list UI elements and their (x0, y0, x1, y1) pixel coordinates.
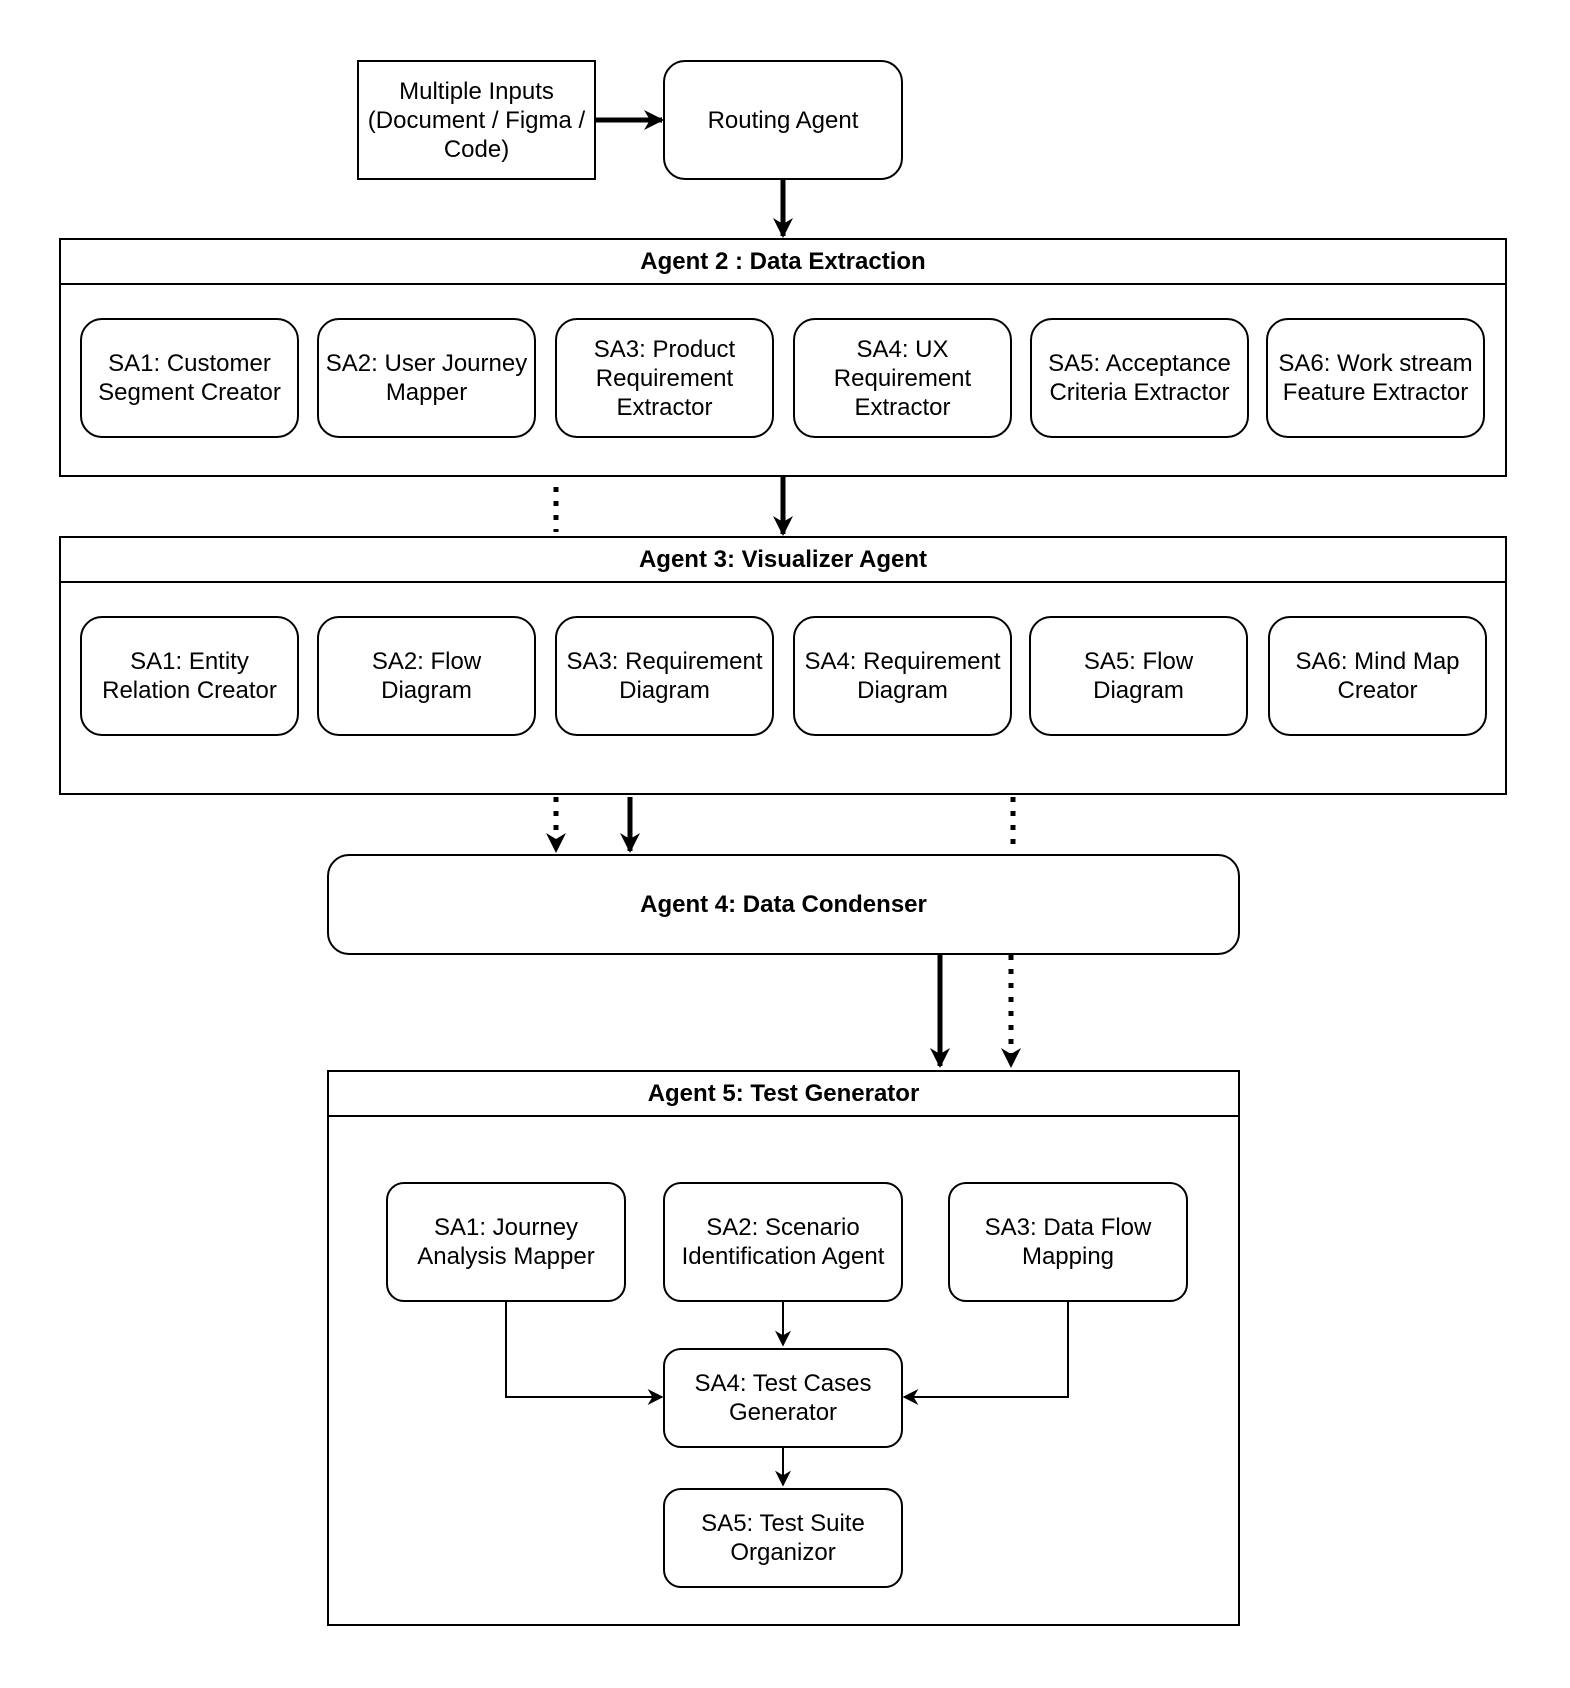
inputs-label: Multiple Inputs (Document / Figma / Code… (367, 77, 586, 163)
agent5-sa3-label: SA3: Data Flow Mapping (984, 1214, 1152, 1270)
routing-agent-box: Routing Agent (663, 60, 903, 180)
agent3-container: Agent 3: Visualizer Agent (59, 536, 1507, 795)
agent3-sa1-label: SA1: Entity Relation Creator (102, 648, 277, 704)
agent3-sa1: SA1: Entity Relation Creator (80, 616, 299, 736)
agent2-sa4-label: SA4: UX Requirement Extractor (833, 335, 972, 421)
agent5-sa5: SA5: Test Suite Organizor (663, 1488, 903, 1588)
arrow-sa3-to-sa4 (902, 1302, 1069, 1405)
agent5-sa4-label: SA4: Test Cases Generator (694, 1370, 872, 1426)
agent3-sa3: SA3: Requirement Diagram (555, 616, 774, 736)
agent2-sa6-label: SA6: Work stream Feature Extractor (1278, 350, 1473, 406)
agent3-title: Agent 3: Visualizer Agent (61, 538, 1505, 583)
agent5-sa1: SA1: Journey Analysis Mapper (386, 1182, 626, 1302)
agent3-sa2: SA2: Flow Diagram (317, 616, 536, 736)
agent5-sa5-label: SA5: Test Suite Organizor (701, 1510, 865, 1566)
agent4-title: Agent 4: Data Condenser (640, 891, 927, 918)
agent3-sa3-label: SA3: Requirement Diagram (566, 648, 763, 704)
routing-agent-label: Routing Agent (707, 106, 859, 134)
agent2-title: Agent 2 : Data Extraction (61, 240, 1505, 285)
agent3-sa2-label: SA2: Flow Diagram (371, 648, 482, 704)
agent2-sa6: SA6: Work stream Feature Extractor (1266, 318, 1485, 438)
agent5-sa1-label: SA1: Journey Analysis Mapper (417, 1214, 595, 1270)
agent5-sa3: SA3: Data Flow Mapping (948, 1182, 1188, 1302)
agent2-sa5: SA5: Acceptance Criteria Extractor (1030, 318, 1249, 438)
agent5-sa4: SA4: Test Cases Generator (663, 1348, 903, 1448)
agent2-sa2-label: SA2: User Journey Mapper (325, 350, 528, 406)
agent3-sa5: SA5: Flow Diagram (1029, 616, 1248, 736)
agent2-sa1: SA1: Customer Segment Creator (80, 318, 299, 438)
agent2-sa1-label: SA1: Customer Segment Creator (98, 350, 281, 406)
arrow-sa1-to-sa4 (505, 1302, 664, 1405)
agent2-sa2: SA2: User Journey Mapper (317, 318, 536, 438)
agent3-sa6: SA6: Mind Map Creator (1268, 616, 1487, 736)
agent4-box: Agent 4: Data Condenser (327, 854, 1240, 955)
agent5-container: Agent 5: Test Generator (327, 1070, 1240, 1626)
agent3-sa6-label: SA6: Mind Map Creator (1295, 648, 1460, 704)
agent2-sa5-label: SA5: Acceptance Criteria Extractor (1048, 350, 1231, 406)
agent2-sa3: SA3: Product Requirement Extractor (555, 318, 774, 438)
agent5-title: Agent 5: Test Generator (329, 1072, 1238, 1117)
inputs-box: Multiple Inputs (Document / Figma / Code… (357, 60, 596, 180)
agent2-sa3-label: SA3: Product Requirement Extractor (593, 335, 736, 421)
agent3-sa5-label: SA5: Flow Diagram (1083, 648, 1194, 704)
agent5-sa2-label: SA2: Scenario Identification Agent (681, 1214, 885, 1270)
agent3-sa4-label: SA4: Requirement Diagram (804, 648, 1001, 704)
agent2-container: Agent 2 : Data Extraction (59, 238, 1507, 477)
agent2-sa4: SA4: UX Requirement Extractor (793, 318, 1012, 438)
agent3-sa4: SA4: Requirement Diagram (793, 616, 1012, 736)
agent5-sa2: SA2: Scenario Identification Agent (663, 1182, 903, 1302)
